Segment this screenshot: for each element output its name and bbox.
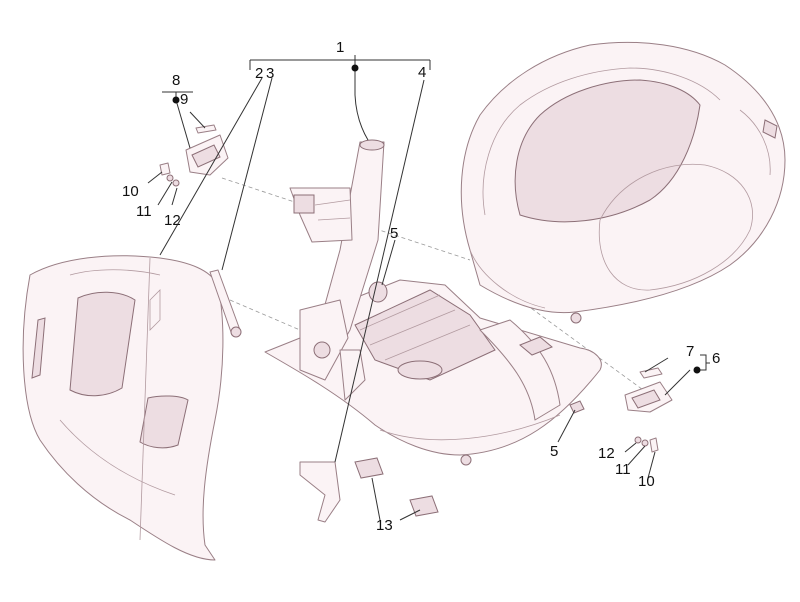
callout-12-left: 12 xyxy=(164,212,181,229)
callout-3: 3 xyxy=(266,65,274,82)
callout-5-lower: 5 xyxy=(550,443,558,460)
callout-1: 1 xyxy=(336,39,344,56)
callout-dot-6 xyxy=(693,366,701,374)
leader-lines xyxy=(147,55,710,521)
callout-5-upper: 5 xyxy=(390,225,398,242)
callout-11-left: 11 xyxy=(136,203,152,220)
small-parts xyxy=(209,269,585,523)
callout-2: 2 xyxy=(255,65,263,82)
alignment-lines xyxy=(221,177,651,396)
cap-part-5 xyxy=(368,281,388,303)
grommet-part-13a xyxy=(354,457,384,479)
bracket-part-4 xyxy=(299,461,341,523)
callout-9: 9 xyxy=(180,91,188,108)
callout-4: 4 xyxy=(418,64,426,81)
latch-assembly-right xyxy=(624,367,673,453)
callout-10-left: 10 xyxy=(122,183,139,200)
callout-10-right: 10 xyxy=(638,473,655,490)
latch-assembly-left xyxy=(159,124,229,187)
callout-6: 6 xyxy=(712,350,720,367)
callout-labels: 1 2 3 4 5 5 6 7 8 9 10 10 11 11 12 12 13 xyxy=(122,39,720,534)
callout-8: 8 xyxy=(172,72,180,89)
callout-dot-8 xyxy=(172,96,180,104)
callout-11-right: 11 xyxy=(615,461,631,478)
leg-shield xyxy=(22,255,224,561)
callout-dots xyxy=(172,64,701,374)
body-shell xyxy=(460,41,786,314)
steering-column xyxy=(289,139,385,401)
clip-part-5b xyxy=(569,400,585,414)
callout-dot-1 xyxy=(351,64,359,72)
callout-13: 13 xyxy=(376,517,393,534)
callout-12-right: 12 xyxy=(598,445,615,462)
callout-7: 7 xyxy=(686,343,694,360)
